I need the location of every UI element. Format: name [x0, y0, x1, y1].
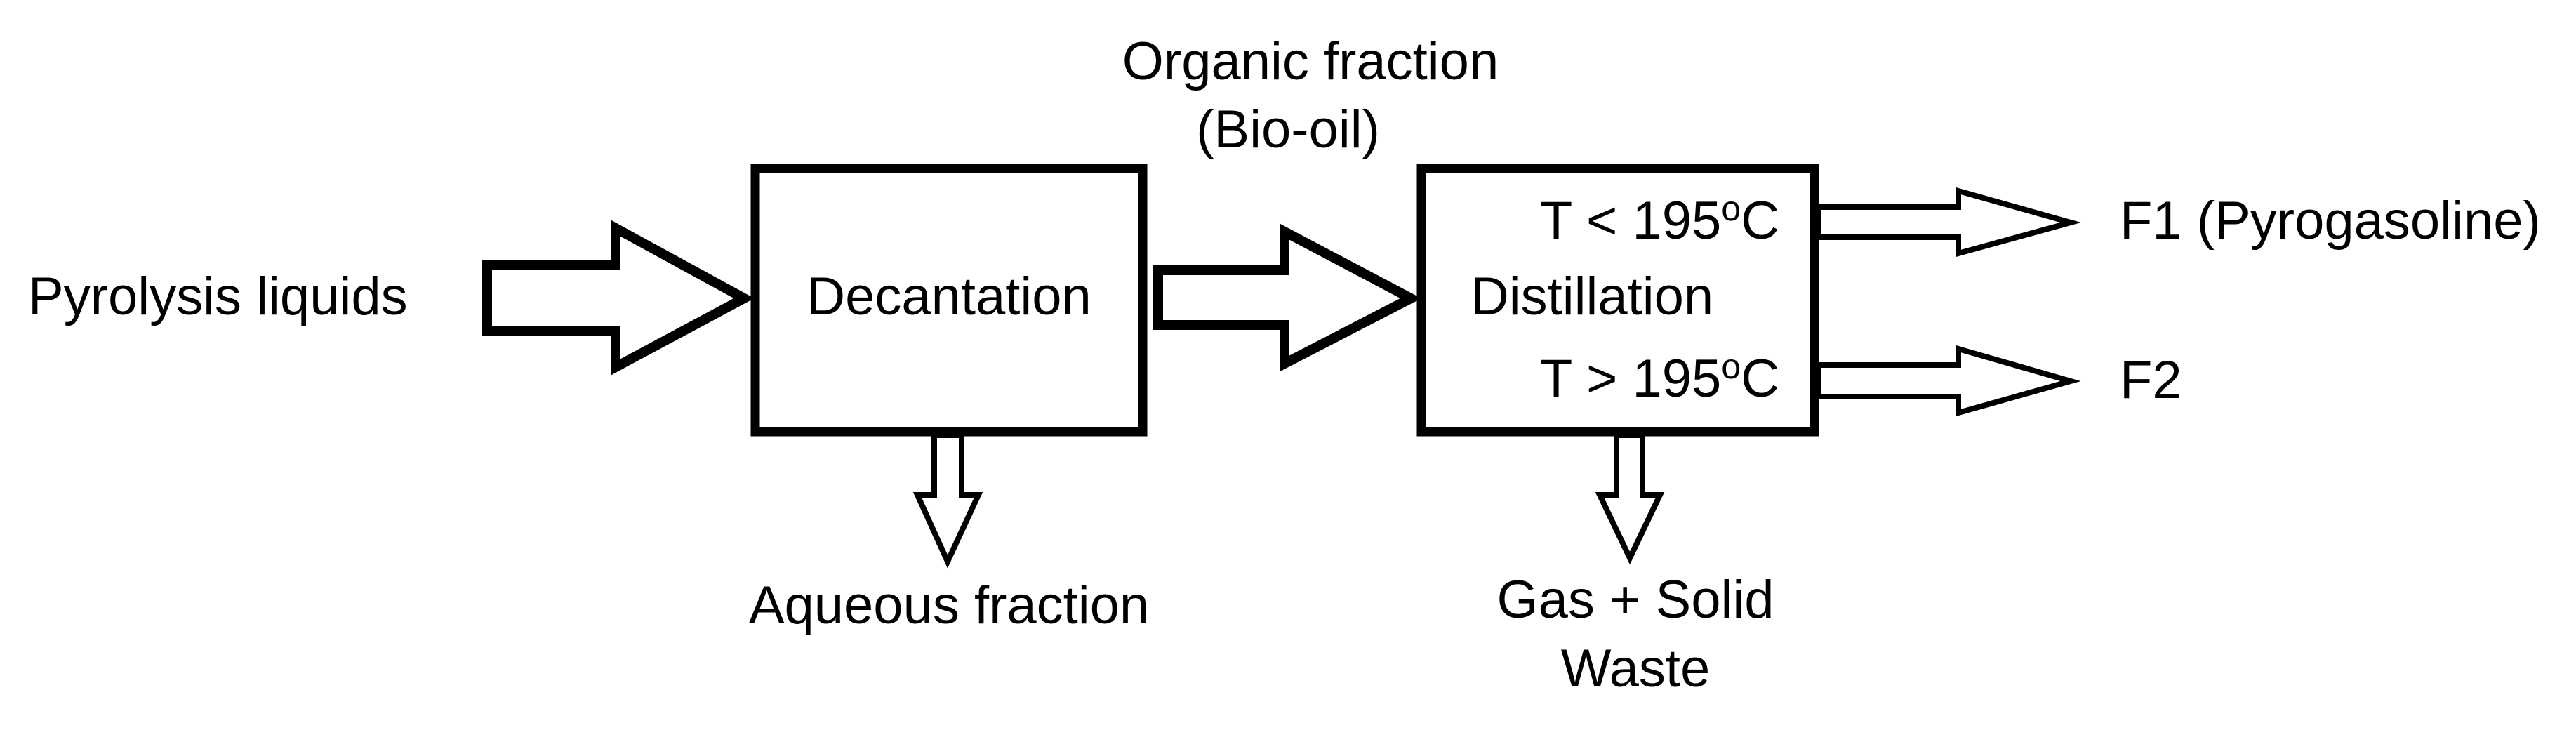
bio-oil-label: (Bio-oil): [1196, 100, 1380, 159]
aqueous-fraction-label: Aqueous fraction: [749, 576, 1149, 635]
low-temp-superscript: o: [1721, 189, 1741, 228]
high-temp-suffix: C: [1741, 349, 1779, 409]
high-temp-prefix: T > 195: [1540, 349, 1721, 409]
decantation-label: Decantation: [806, 267, 1091, 326]
f2-label: F2: [2120, 350, 2182, 410]
waste-arrow: [1595, 432, 1665, 565]
input-arrow: [482, 220, 755, 376]
organic-fraction-arrow: [1153, 223, 1422, 372]
distillation-box: [1416, 164, 1819, 437]
high-temp-superscript: o: [1721, 347, 1741, 386]
f2-arrow: [1815, 345, 2081, 417]
aqueous-fraction-arrow: [912, 432, 983, 569]
low-temp-label: T < 195oC: [1540, 189, 1779, 251]
decantation-box: [750, 164, 1148, 437]
organic-fraction-label: Organic fraction: [1122, 32, 1499, 91]
waste-line2-label: Waste: [1561, 639, 1711, 698]
waste-line1-label: Gas + Solid: [1497, 570, 1774, 630]
low-temp-prefix: T < 195: [1540, 191, 1721, 251]
distillation-label: Distillation: [1470, 267, 1713, 326]
pyrolysis-liquids-label: Pyrolysis liquids: [28, 267, 408, 326]
low-temp-suffix: C: [1741, 191, 1779, 251]
f1-label: F1 (Pyrogasoline): [2120, 191, 2541, 251]
high-temp-label: T > 195oC: [1540, 347, 1779, 409]
f1-arrow: [1815, 187, 2081, 258]
